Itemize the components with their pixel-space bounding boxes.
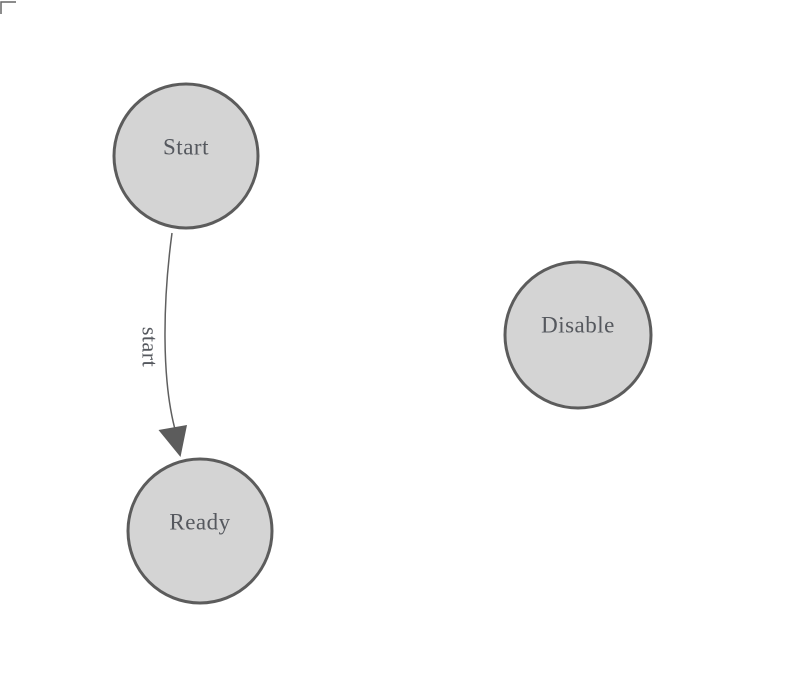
canvas-corner-mark [0, 1, 16, 14]
node-ready[interactable]: Ready [126, 457, 274, 605]
edge-label[interactable]: start [138, 327, 163, 367]
node-ready-label: Ready [169, 510, 230, 535]
edge-path[interactable] [164, 232, 177, 434]
node-start-circle[interactable] [112, 82, 260, 230]
node-disable[interactable]: Disable [503, 260, 653, 410]
node-start[interactable]: Start [112, 82, 260, 230]
node-start-label: Start [163, 135, 209, 160]
edge-start-to-ready[interactable]: start [138, 232, 188, 457]
edge-arrowhead-icon [158, 425, 187, 457]
node-disable-circle[interactable] [503, 260, 653, 410]
node-ready-circle[interactable] [126, 457, 274, 605]
node-disable-label: Disable [541, 313, 615, 338]
